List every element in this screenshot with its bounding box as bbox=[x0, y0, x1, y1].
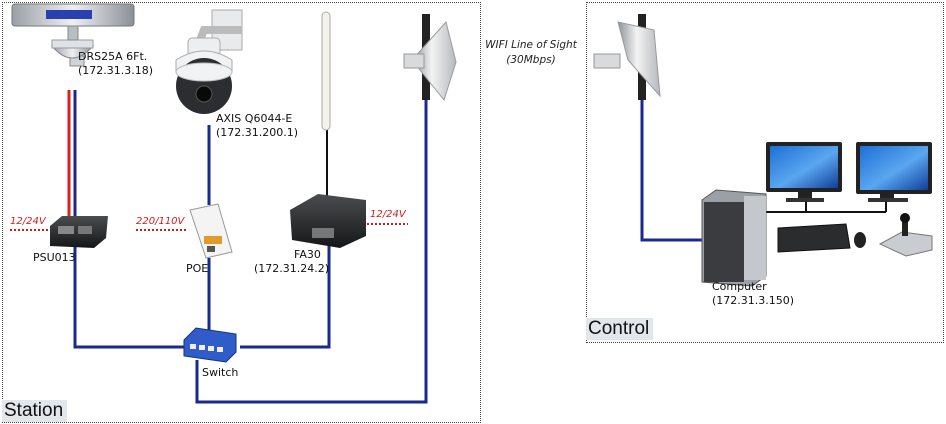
wifi-antenna-station-icon bbox=[403, 14, 457, 102]
fa30-to-switch-cable bbox=[240, 243, 331, 349]
fa30-ip-label: (172.31.24.2) bbox=[254, 262, 330, 275]
psu-name-label: PSU013 bbox=[33, 251, 76, 264]
switch-name-label: Switch bbox=[202, 366, 239, 379]
computer-tower-icon bbox=[701, 189, 767, 287]
fa30-voltage-label: 12/24V bbox=[370, 209, 406, 220]
wifi-antenna-control-icon bbox=[593, 14, 661, 100]
poe-injector-icon bbox=[189, 203, 233, 259]
fa30-receiver-icon bbox=[290, 11, 366, 248]
wifi-link-label: WIFI Line of Sight (30Mbps) bbox=[484, 38, 578, 68]
poe-voltage-label: 220/110V bbox=[136, 216, 185, 227]
computer-ip-label: (172.31.3.150) bbox=[712, 294, 795, 307]
control-zone bbox=[586, 2, 944, 343]
radar-name-label: DRS25A 6Ft. bbox=[78, 50, 148, 63]
radar-icon bbox=[11, 3, 135, 67]
voltage-feeds bbox=[10, 223, 408, 231]
fa30-name-label: FA30 bbox=[294, 248, 321, 261]
poe-name-label: POE bbox=[186, 262, 209, 275]
computer-name-label: Computer bbox=[712, 280, 767, 293]
psu-device-icon bbox=[50, 216, 108, 248]
radar-ip-label: (172.31.3.18) bbox=[78, 64, 154, 77]
network-switch-icon bbox=[183, 327, 237, 363]
mouse-icon bbox=[854, 232, 866, 248]
psu-voltage-label: 12/24V bbox=[10, 216, 46, 227]
camera-ip-label: (172.31.200.1) bbox=[216, 126, 299, 139]
wifi-link-line1: WIFI Line of Sight bbox=[485, 39, 577, 51]
control-zone-label: Control bbox=[586, 318, 654, 340]
switch-to-wifi-cable bbox=[195, 98, 428, 404]
camera-name-label: AXIS Q6044-E bbox=[216, 112, 293, 125]
psu-to-switch-cable bbox=[73, 246, 190, 349]
ptz-camera-icon bbox=[175, 9, 243, 114]
keyboard-icon bbox=[777, 223, 851, 253]
wifi-to-computer-cable bbox=[640, 98, 702, 242]
wifi-link-line2: (30Mbps) bbox=[506, 54, 556, 66]
station-zone bbox=[2, 2, 481, 423]
joystick-controller-icon bbox=[878, 213, 933, 257]
monitor-left-icon bbox=[766, 142, 842, 202]
station-zone-label: Station bbox=[2, 400, 68, 422]
monitor-right-icon bbox=[856, 142, 932, 202]
